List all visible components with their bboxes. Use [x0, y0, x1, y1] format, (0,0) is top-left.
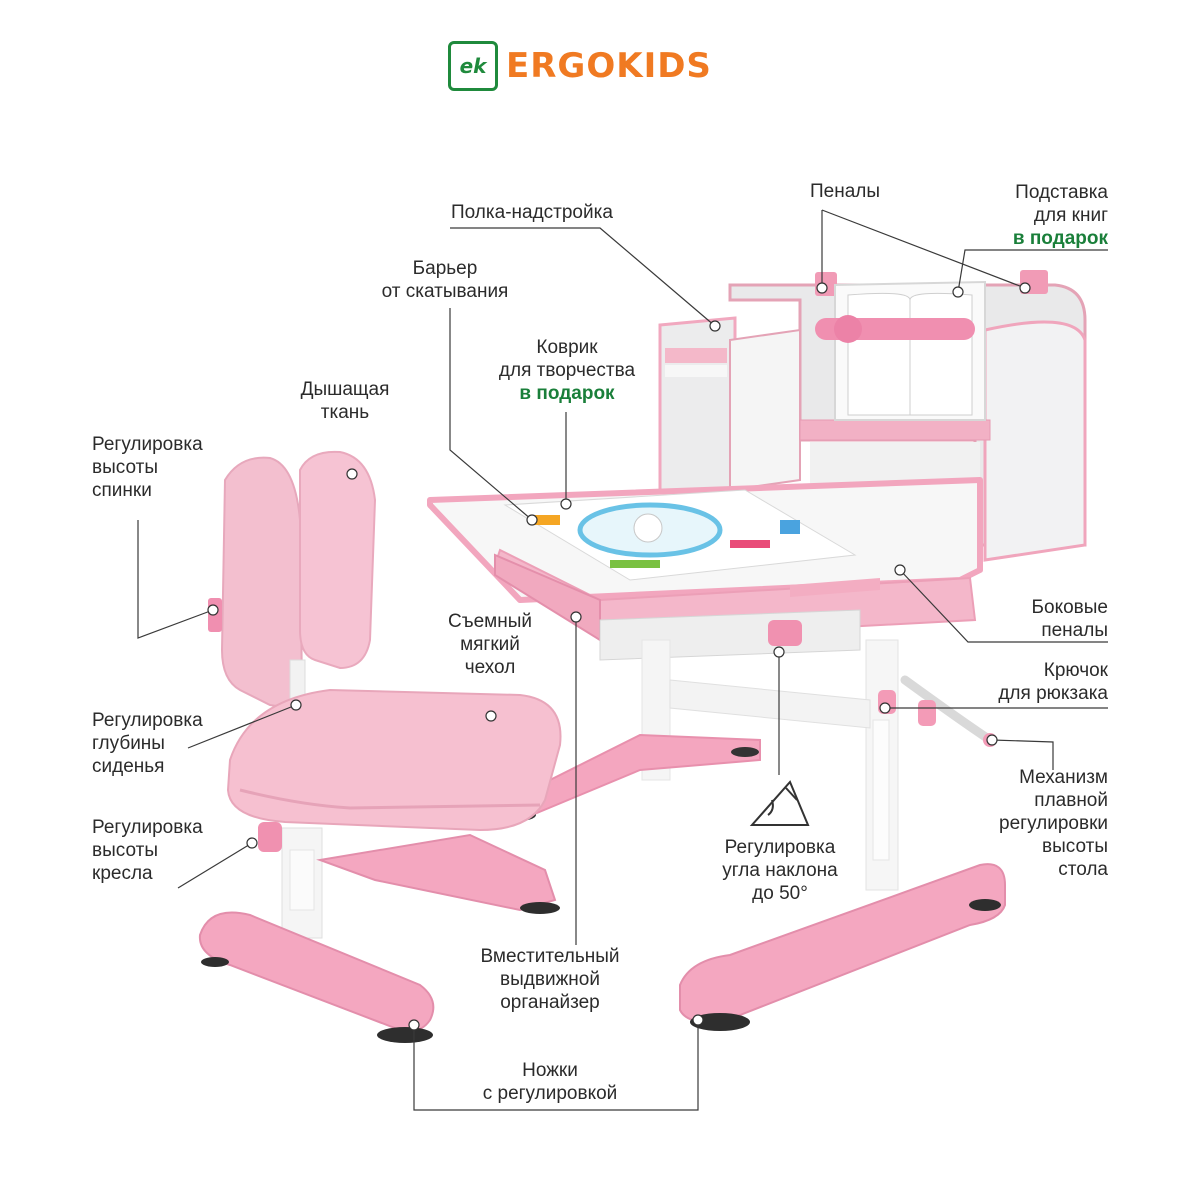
label-book-stand-line-2: для книг [1033, 205, 1108, 226]
label-book-stand-gift: в подарок [1012, 228, 1108, 249]
label-tilt: Регулировка угла наклона до 50° [690, 836, 870, 905]
label-mechanism: Механизм плавной регулировки высоты стол… [940, 766, 1108, 881]
label-mat-line-1: Коврик [536, 337, 598, 358]
label-cover: Съемный мягкий чехол [420, 610, 560, 679]
label-feet-line-1: Ножки [522, 1060, 578, 1081]
label-back-height-line-3: спинки [92, 480, 152, 501]
logo-mark-text: ek [459, 54, 487, 78]
label-breathable-line-1: Дышащая [300, 379, 390, 400]
brand-name: ERGOKIDS [506, 46, 712, 86]
label-seat-depth: Регулировка глубины сиденья [92, 709, 203, 778]
tilt-angle-icon [749, 780, 810, 826]
label-book-stand-line-1: Подставка [1015, 182, 1108, 203]
label-mechanism-line-3: регулировки [999, 813, 1108, 834]
label-side-cases: Боковые пеналы [980, 596, 1108, 642]
label-organizer-line-3: органайзер [500, 992, 600, 1013]
label-anti-roll-line-2: от скатывания [381, 281, 509, 302]
label-seat-depth-line-2: глубины [92, 733, 165, 754]
label-mechanism-line-4: высоты [1042, 836, 1108, 857]
label-anti-roll: Барьер от скатывания [350, 257, 540, 303]
label-feet-line-2: с регулировкой [482, 1083, 618, 1104]
label-organizer: Вместительный выдвижной органайзер [450, 945, 650, 1014]
label-mechanism-line-5: стола [1058, 859, 1108, 880]
chair-icon [198, 450, 562, 1043]
label-cover-line-2: мягкий [460, 634, 520, 655]
label-seat-depth-line-1: Регулировка [92, 710, 203, 731]
label-hook-line-1: Крючок [1043, 660, 1108, 681]
label-mat-gift: в подарок [519, 383, 615, 404]
label-book-stand: Подставка для книг в подарок [960, 181, 1108, 250]
label-hook: Крючок для рюкзака [940, 659, 1108, 705]
label-tilt-line-1: Регулировка [724, 837, 836, 858]
label-cover-line-1: Съемный [448, 611, 532, 632]
label-seat-height: Регулировка высоты кресла [92, 816, 203, 885]
label-mechanism-line-2: плавной [1034, 790, 1108, 811]
desk-icon [427, 270, 1087, 1031]
label-seat-depth-line-3: сиденья [92, 756, 165, 777]
label-back-height-line-2: высоты [92, 457, 158, 478]
label-breathable-line-2: ткань [320, 402, 370, 423]
ek-logo-icon: ek [448, 41, 498, 91]
label-pencil-cases-line-1: Пеналы [809, 181, 881, 202]
label-tilt-line-3: до 50° [752, 883, 808, 904]
label-feet: Ножки с регулировкой [450, 1059, 650, 1105]
label-tilt-line-2: угла наклона [722, 860, 838, 881]
label-pencil-cases: Пеналы [800, 180, 890, 203]
label-anti-roll-line-1: Барьер [412, 258, 478, 279]
label-side-cases-line-1: Боковые [1031, 597, 1108, 618]
label-hook-line-2: для рюкзака [998, 683, 1108, 704]
label-side-cases-line-2: пеналы [1041, 620, 1108, 641]
label-mat: Коврик для творчества в подарок [462, 336, 672, 405]
label-breathable: Дышащая ткань [290, 378, 400, 424]
label-mat-line-2: для творчества [498, 360, 636, 381]
label-shelf-line-1: Полка-надстройка [451, 202, 613, 223]
label-seat-height-line-2: высоты [92, 840, 158, 861]
leader-lines [137, 209, 1108, 1111]
label-organizer-line-2: выдвижной [500, 969, 600, 990]
label-mechanism-line-1: Механизм [1019, 767, 1108, 788]
label-back-height: Регулировка высоты спинки [92, 433, 203, 502]
label-back-height-line-1: Регулировка [92, 434, 203, 455]
brand-logo: ek ERGOKIDS [448, 40, 712, 92]
label-organizer-line-1: Вместительный [480, 946, 620, 967]
label-seat-height-line-1: Регулировка [92, 817, 203, 838]
label-shelf: Полка-надстройка [451, 201, 613, 224]
label-seat-height-line-3: кресла [92, 863, 153, 884]
label-cover-line-3: чехол [464, 657, 516, 678]
